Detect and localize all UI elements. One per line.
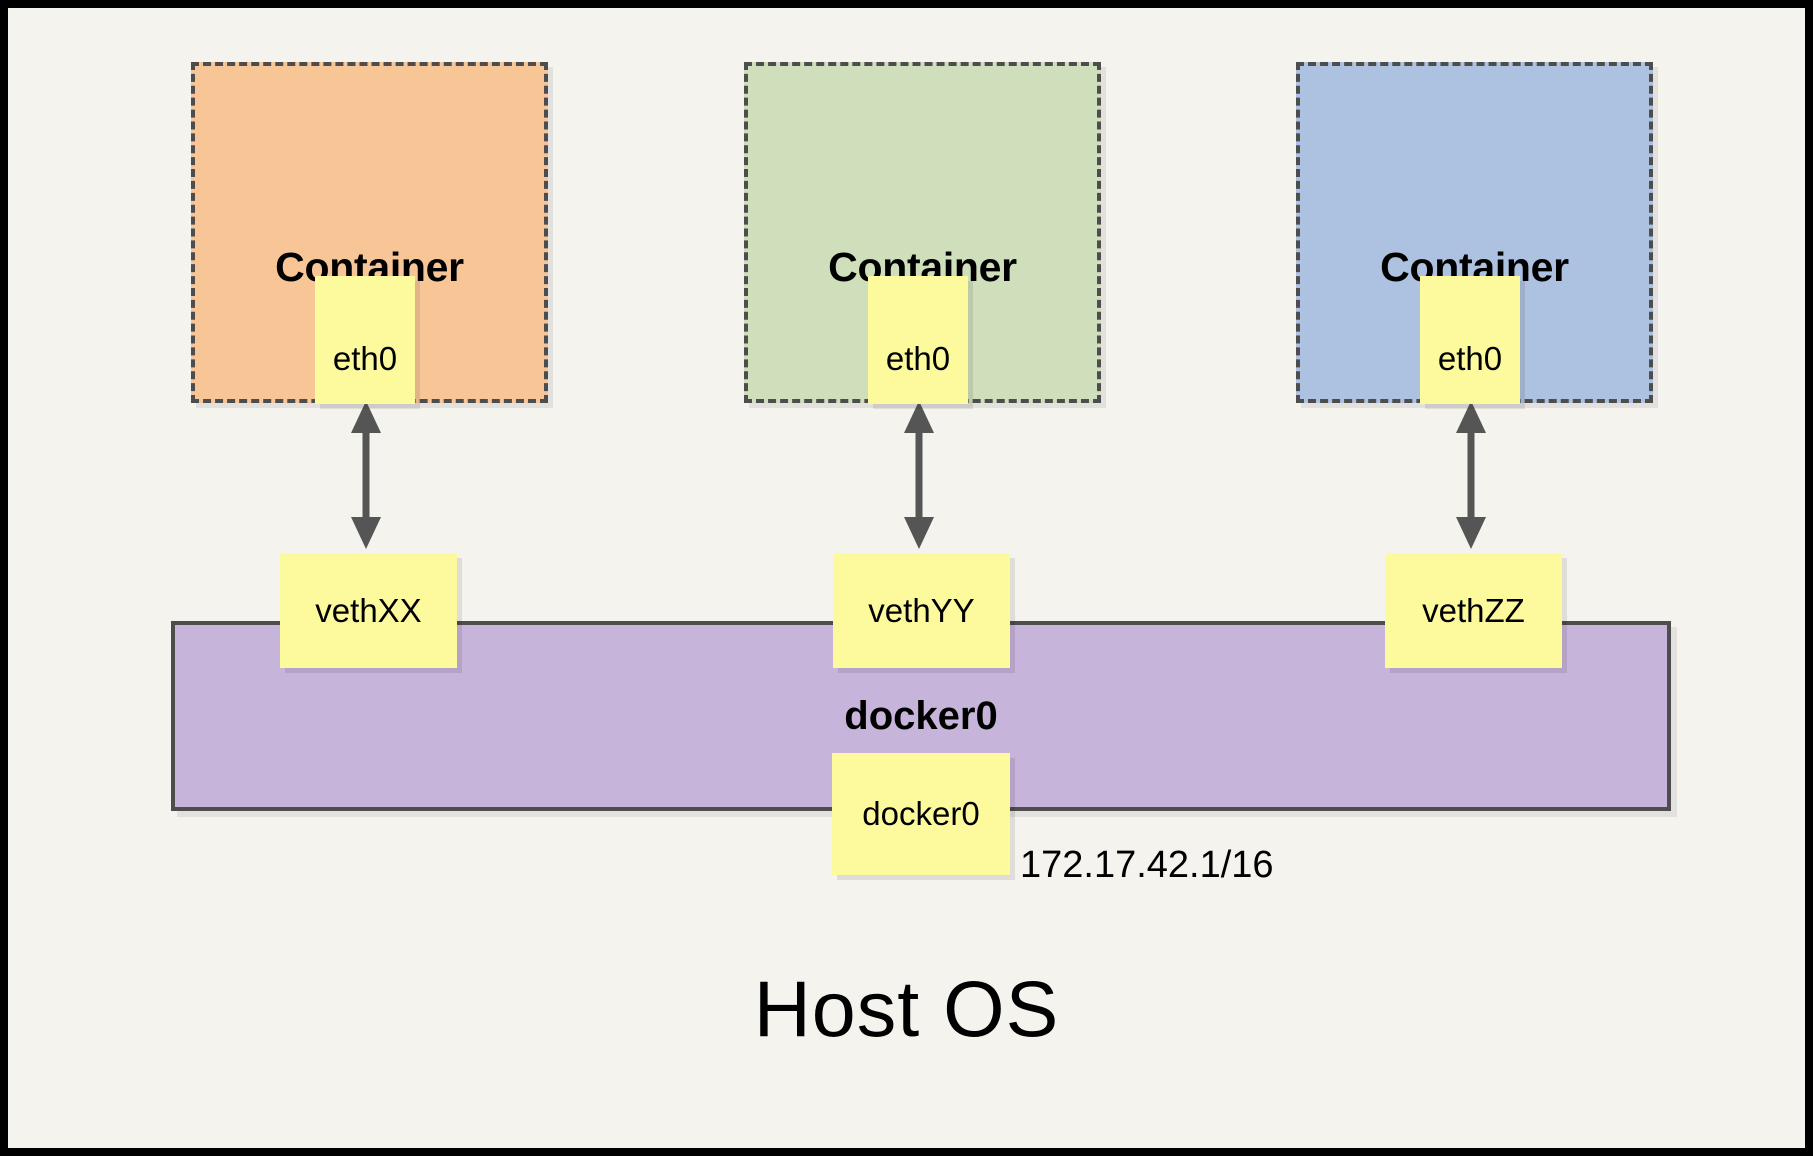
eth0-box-3: eth0: [1420, 276, 1520, 404]
arrow-eth0-veth-2: [904, 401, 934, 549]
eth0-label-1: eth0: [332, 340, 398, 377]
arrow-eth0-veth-3: [1456, 401, 1486, 549]
eth0-box-2: eth0: [868, 276, 968, 404]
veth-box-2: vethYY: [833, 553, 1010, 668]
docker0-interface-box: docker0: [832, 753, 1010, 875]
veth-label-3: vethZZ: [1422, 591, 1525, 629]
eth0-label-3: eth0: [1437, 340, 1503, 377]
eth0-box-1: eth0: [315, 276, 415, 404]
veth-box-3: vethZZ: [1385, 553, 1562, 668]
docker0-bridge-title: docker0: [844, 694, 998, 738]
docker0-ip-address: 172.17.42.1/16: [1020, 844, 1274, 886]
docker0-interface-label: docker0: [862, 795, 980, 832]
eth0-label-2: eth0: [885, 340, 951, 377]
veth-label-1: vethXX: [315, 591, 422, 629]
veth-label-2: vethYY: [868, 591, 975, 629]
arrow-eth0-veth-1: [351, 401, 381, 549]
host-os-title: Host OS: [753, 964, 1060, 1053]
veth-box-1: vethXX: [280, 553, 457, 668]
